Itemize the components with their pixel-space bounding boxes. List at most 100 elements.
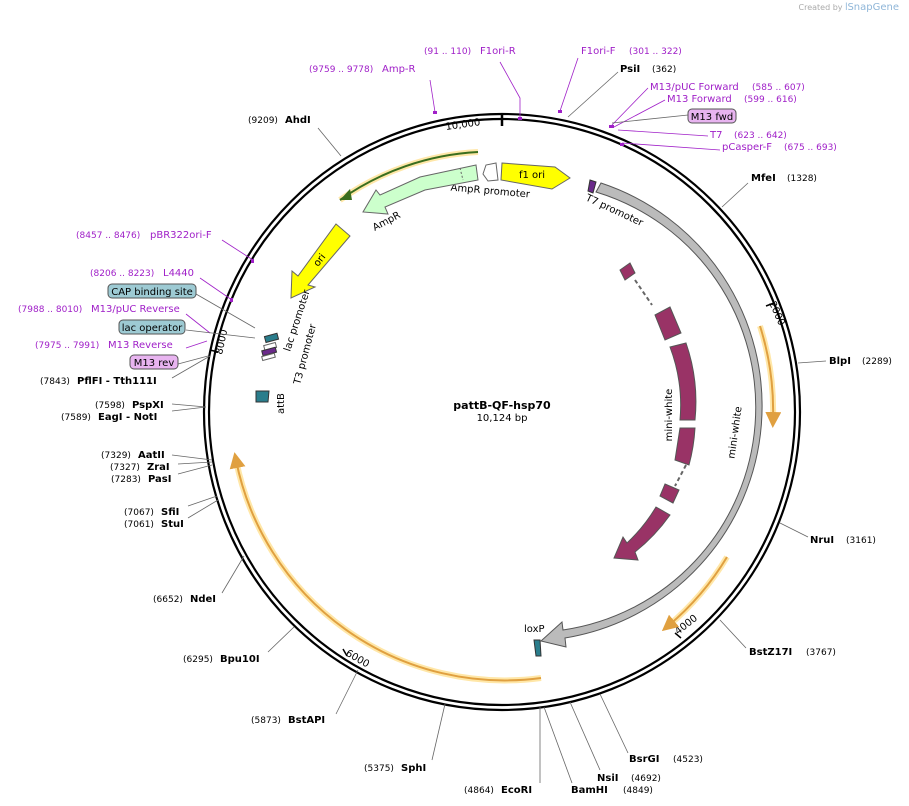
feature-lac-cluster (261, 332, 280, 362)
enzyme-prui-pos: (3161) (846, 536, 876, 546)
primer-l4440-pos: (8206 .. 8223) (90, 269, 154, 279)
tick-4000 (674, 632, 682, 639)
enzyme-ahdi: AhdI (285, 115, 311, 126)
primer-f1ori-f: F1ori-F (581, 46, 616, 57)
box-label-m13-rev: M13 rev (134, 358, 175, 369)
primer-amp-r: Amp-R (382, 64, 416, 75)
enzyme-ecori: EcoRI (501, 785, 532, 796)
enzyme-aatii: AatII (138, 450, 165, 461)
feature-loxp (533, 639, 542, 657)
enzyme-leaders (171, 71, 827, 784)
primer-pcasper-f: pCasper-F (722, 142, 772, 153)
feature-ori (290, 223, 351, 299)
enzyme-ecori-pos: (4864) (464, 786, 494, 796)
enzyme-aatii-pos: (7329) (101, 451, 131, 461)
primer-pbr322ori-f: pBR322ori-F (150, 230, 212, 241)
enzyme-pspxi-pos: (7598) (95, 401, 125, 411)
enzyme-stui: StuI (161, 519, 184, 530)
feature-attb (255, 390, 270, 403)
tick-6000 (342, 648, 348, 657)
enzyme-blpi: BlpI (829, 356, 851, 367)
enzyme-bpu10i: Bpu10I (220, 654, 260, 665)
enzyme-bsrgi-pos: (4523) (673, 755, 703, 765)
enzyme-ndei: NdeI (190, 594, 216, 605)
enzyme-bamhi-pos: (4849) (623, 786, 653, 796)
tick-2000 (765, 302, 775, 307)
enzyme-nsii-pos: (4692) (631, 774, 661, 784)
enzyme-bsrgi: BsrGI (629, 754, 659, 765)
box-cap-binding-site (107, 283, 197, 299)
enzyme-eagi-pos: (7589) (61, 413, 91, 423)
enzyme-stui-pos: (7061) (124, 520, 154, 530)
enzyme-pasi-pos: (7283) (111, 475, 141, 485)
primer-m13-reverse: M13 Reverse (108, 340, 173, 351)
enzyme-sfii-pos: (7067) (124, 508, 154, 518)
enzyme-zrai-pos: (7327) (110, 463, 140, 473)
feature-mini-white-exons (613, 262, 697, 561)
enzyme-labels: PsiI (362) MfeI (1328) BlpI (2289) NruI … (40, 64, 892, 796)
snapgene-logo-icon: ꟾ (845, 3, 848, 12)
feature-t7-promoter (587, 179, 597, 194)
primer-m13-forward-pos: (599 .. 616) (744, 95, 797, 105)
orf-arc-right (759, 325, 782, 428)
enzyme-ndei-pos: (6652) (153, 595, 183, 605)
enzyme-mfei: MfeI (751, 173, 776, 184)
enzyme-pflfi-tth111i: PflFI - Tth111I (77, 376, 157, 387)
backbone (202, 112, 802, 712)
plasmid-name: pattB-QF-hsp70 (453, 399, 551, 412)
enzyme-bpu10i-pos: (6295) (183, 655, 213, 665)
primer-pcasper-f-pos: (675 .. 693) (784, 143, 837, 153)
enzyme-bstz17i: BstZ17I (749, 647, 792, 658)
primer-m13-forward: M13 Forward (667, 94, 732, 105)
enzyme-prui: NruI (810, 535, 834, 546)
snapgene-credit: Created by ꟾSnapGene (799, 2, 899, 13)
exon-2 (654, 306, 682, 341)
primer-t7: T7 (709, 130, 722, 141)
exon-1 (619, 262, 636, 281)
tick-8000 (209, 349, 219, 353)
primer-t7-pos: (623 .. 642) (734, 131, 787, 141)
primer-m13-puc-reverse: M13/pUC Reverse (91, 304, 180, 315)
box-label-cap-binding-site: CAP binding site (111, 287, 193, 298)
feature-label-mini-white-outer: mini-white (726, 406, 744, 460)
enzyme-zrai: ZraI (147, 462, 170, 473)
credit-brand: SnapGene (847, 2, 899, 13)
feature-label-ampr-promoter: AmpR promoter (450, 183, 531, 201)
credit-prefix: Created by (798, 3, 843, 12)
exon-4 (674, 427, 696, 466)
plasmid-length: 10,124 bp (477, 413, 528, 424)
box-label-lac-operator: lac operator (122, 323, 183, 334)
enzyme-eagi-noti: EagI - NotI (98, 412, 157, 423)
tick-marks: 2000 4000 6000 8000 10,000 (209, 117, 787, 670)
feature-label-f1-ori: f1 ori (519, 170, 545, 181)
feature-ampr (362, 164, 479, 215)
box-label-m13-fwd: M13 fwd (691, 112, 733, 123)
feature-mini-white-outer (539, 182, 763, 648)
orf-arc-top-head (340, 189, 352, 200)
orf-arcs (229, 149, 782, 684)
enzyme-bstz17i-pos: (3767) (806, 648, 836, 658)
enzyme-sfii: SfiI (161, 507, 179, 518)
tick-label-8000: 8000 (214, 328, 230, 355)
feature-ampr-promoter (482, 162, 499, 182)
primer-m13-reverse-pos: (7975 .. 7991) (35, 341, 99, 351)
feature-f1-ori (500, 162, 571, 190)
primer-m13-puc-forward-pos: (585 .. 607) (752, 83, 805, 93)
tick-label-10000: 10,000 (445, 117, 481, 133)
primer-l4440: L4440 (163, 268, 194, 279)
exon-3 (669, 342, 697, 421)
enzyme-psii-pos: (362) (652, 65, 676, 75)
enzyme-bstapi-pos: (5873) (251, 716, 281, 726)
enzyme-ahdi-pos: (9209) (248, 116, 278, 126)
primer-amp-r-pos: (9759 .. 9778) (309, 65, 373, 75)
enzyme-nsii: NsiI (597, 773, 618, 784)
enzyme-pflfi-pos: (7843) (40, 377, 70, 387)
feature-label-mini-white-inner: mini-white (664, 389, 675, 442)
boxed-labels: M13 fwd CAP binding site lac operator M1… (107, 108, 737, 370)
enzyme-mfei-pos: (1328) (787, 174, 817, 184)
orf-arc-left-glow (233, 459, 542, 684)
orf-arc-left (229, 452, 542, 682)
enzyme-pasi: PasI (148, 474, 171, 485)
primer-f1ori-r: F1ori-R (480, 46, 516, 57)
